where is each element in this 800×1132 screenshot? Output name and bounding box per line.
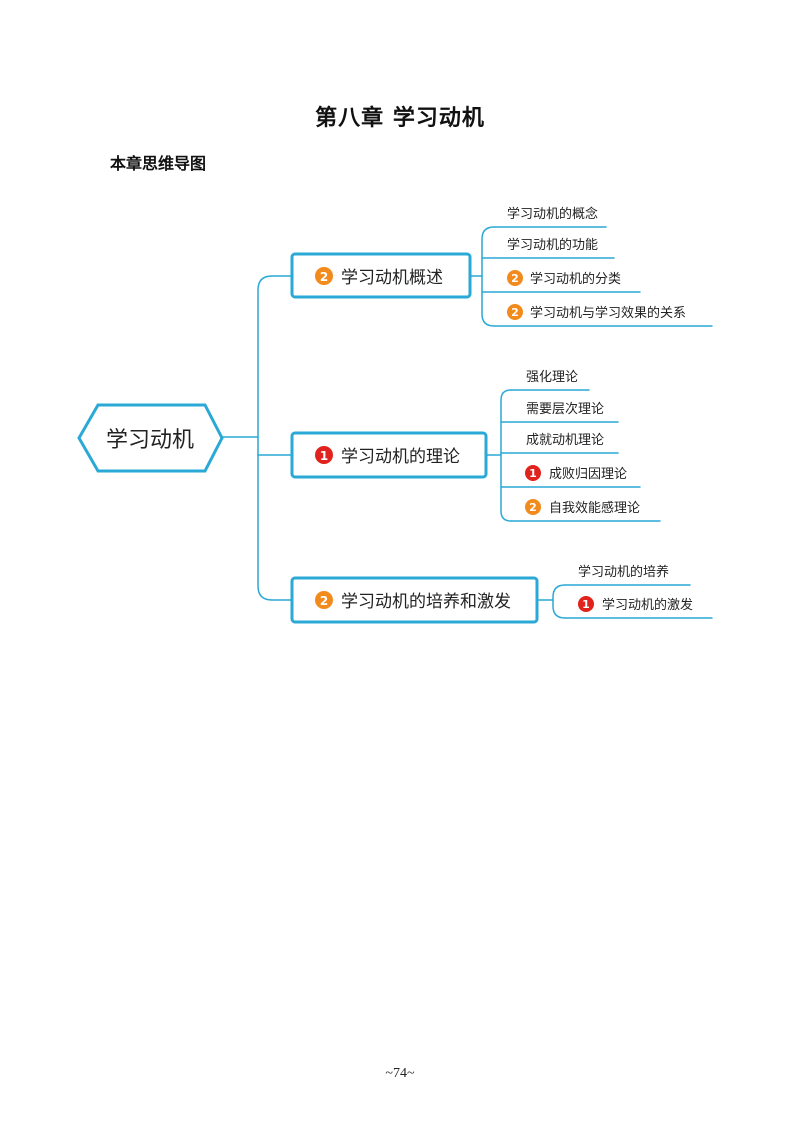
leaf-b1-2: 学习动机的功能 [507,237,598,253]
connector-b2-bracket [500,389,512,522]
leaf-b2-1: 强化理论 [526,370,578,385]
priority-badge [507,270,523,286]
leaf-label: 成就动机理论 [526,433,604,448]
branch-node-1: 2 学习动机概述 [290,252,472,299]
mind-map: 学习动机 2 学习动机概述 1 学习动机的理论 2 学习动机的培养和激发 学习动… [77,206,713,624]
priority-badge [525,499,541,515]
priority-badge-number: 2 [320,270,328,284]
leaf-label: 需要层次理论 [526,401,604,417]
priority-badge-number: 2 [511,306,519,319]
leaf-b2-2: 需要层次理论 [526,401,604,417]
leaf-b2-3: 成就动机理论 [526,433,604,448]
priority-badge [315,267,333,285]
branch-node-2: 1 学习动机的理论 [290,431,488,479]
priority-badge [578,596,594,612]
priority-badge [315,446,333,464]
priority-badge [507,304,523,320]
leaf-label: 学习动机的分类 [530,271,621,287]
leaf-label: 学习动机的功能 [507,237,598,253]
priority-badge-number: 1 [529,467,537,480]
branch-label: 学习动机的培养和激发 [341,592,511,612]
connector-b1-bracket [481,226,495,327]
priority-badge-number: 2 [320,594,328,608]
section-heading: 本章思维导图 [110,154,207,173]
chapter-title: 第八章 学习动机 [315,105,485,131]
page-number: ~74~ [385,1066,415,1081]
leaf-b1-4: 2 学习动机与学习效果的关系 [507,304,686,321]
leaf-label: 自我效能感理论 [549,500,640,516]
priority-badge-number: 2 [511,272,519,285]
leaf-label: 学习动机的激发 [602,597,693,613]
leaf-b2-4: 1 成败归因理论 [525,465,627,482]
leaf-label: 强化理论 [526,370,578,385]
priority-badge-number: 2 [529,501,537,514]
leaf-b3-2: 1 学习动机的激发 [578,596,693,613]
priority-badge-number: 1 [582,598,590,611]
root-label: 学习动机 [106,428,194,453]
leaf-b1-1: 学习动机的概念 [507,206,598,222]
leaf-b3-1: 学习动机的培养 [578,564,669,580]
leaf-b2-5: 2 自我效能感理论 [525,499,640,516]
branch-node-3: 2 学习动机的培养和激发 [290,576,539,624]
leaf-label: 成败归因理论 [549,467,627,482]
priority-badge [525,465,541,481]
connector-b3-bracket [552,584,566,619]
branch-label: 学习动机的理论 [341,447,460,467]
root-node: 学习动机 [77,403,224,473]
priority-badge-number: 1 [320,449,328,463]
leaf-label: 学习动机的培养 [578,564,669,580]
leaf-label: 学习动机的概念 [507,206,598,222]
connector-lines [221,226,713,619]
branch-label: 学习动机概述 [341,268,443,288]
leaf-b1-3: 2 学习动机的分类 [507,270,621,287]
priority-badge [315,591,333,609]
connector-trunk [257,275,273,601]
leaf-label: 学习动机与学习效果的关系 [530,305,686,321]
